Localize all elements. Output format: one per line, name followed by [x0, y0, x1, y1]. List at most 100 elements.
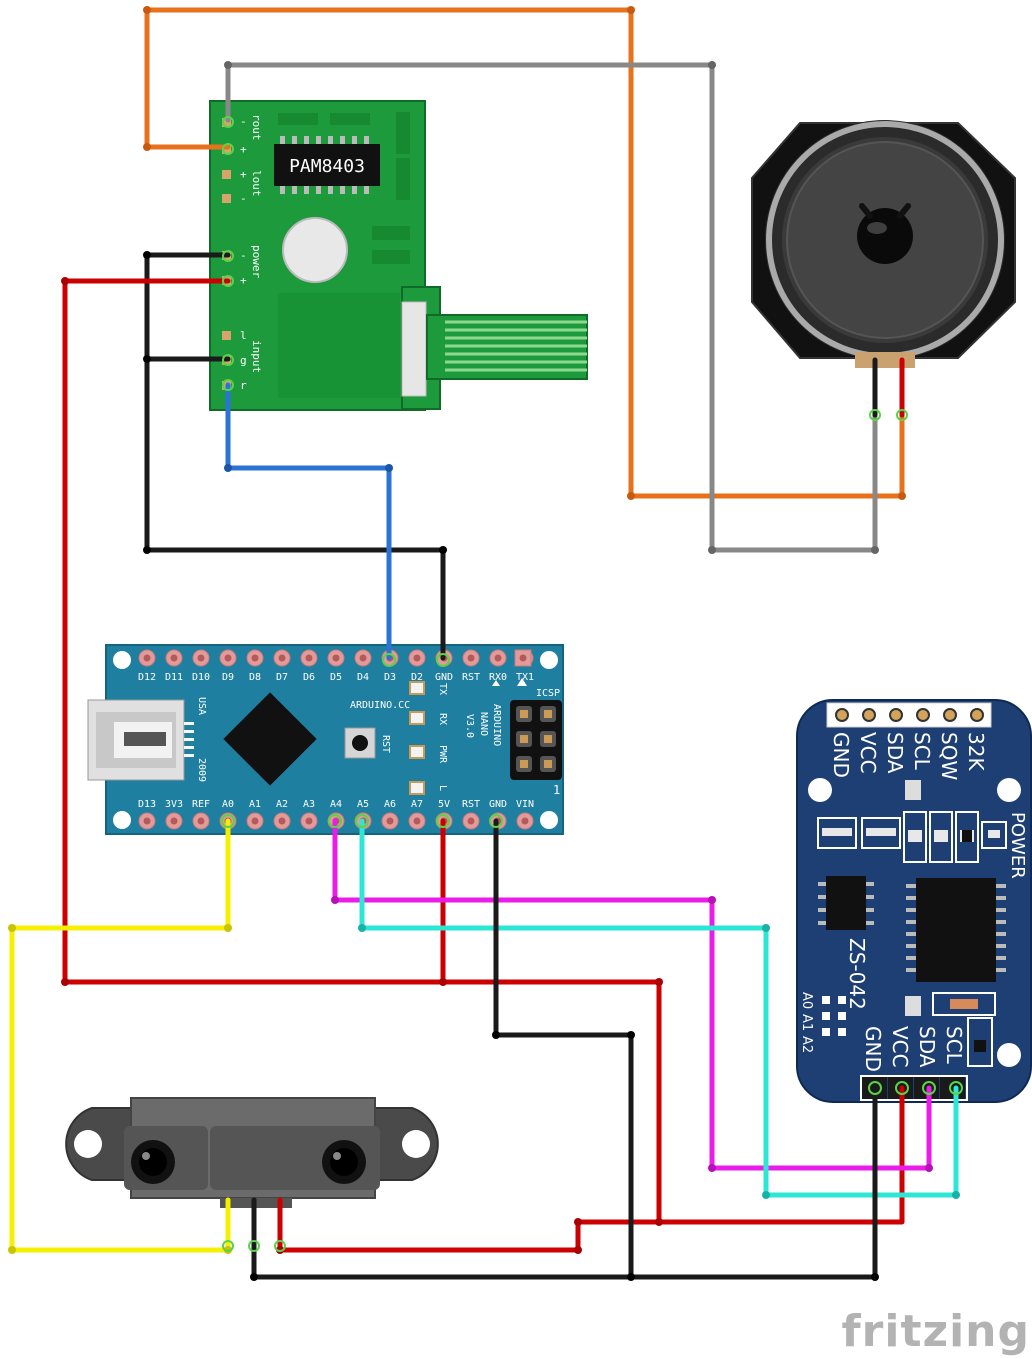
nano-bottom-pin-label: A3 — [303, 799, 315, 810]
nano-top-pin-label: RX0 — [489, 672, 507, 683]
nano-bottom-pin-hole — [170, 817, 178, 825]
nano-top-pin-label: D3 — [384, 672, 396, 683]
nano-top-pin-label: D7 — [276, 672, 288, 683]
amp-input-g: g — [240, 354, 247, 367]
nano-top-pin-label: D11 — [165, 672, 183, 683]
rtc-power-label: POWER — [1007, 812, 1028, 879]
rtc-top-pin-label-gnd: GND — [829, 732, 853, 778]
rtc-top-pin-label-scl: SCL — [910, 732, 934, 771]
connection-markers — [221, 116, 963, 1252]
nano-bottom-pin-hole — [251, 817, 259, 825]
nano-led-pwr-label: PWR — [437, 745, 448, 764]
nano-bottom-pin-label: VIN — [516, 799, 534, 810]
nano-model-line1: ARDUINO — [491, 704, 502, 746]
nano-top-pin-hole — [467, 654, 475, 662]
amp-lout-label: lout — [250, 170, 263, 197]
rtc-top-pin-label-sqw: SQW — [937, 732, 961, 780]
amplifier-chip: PAM8403 — [274, 136, 380, 194]
amp-lout-minus: - — [240, 192, 247, 205]
nano-top-pin-label: RST — [462, 672, 480, 683]
usb-connector — [87, 699, 194, 781]
nano-led-l-label: L — [437, 785, 448, 791]
fritzing-logo: fritzing — [842, 1306, 1030, 1357]
nano-led-rx-label: RX — [437, 713, 448, 725]
rtc-top-pin-label-sda: SDA — [883, 732, 907, 774]
rtc-bottom-pin-label-vcc: VCC — [888, 1026, 912, 1068]
nano-bottom-pin-label: D13 — [138, 799, 156, 810]
amp-rout-plus: + — [240, 143, 247, 156]
rtc-bottom-pin-label-sda: SDA — [915, 1026, 939, 1068]
rtc-addr-a0: A0 — [799, 992, 814, 1009]
amp-rout-minus: - — [240, 115, 247, 128]
nano-bottom-pin-label: REF — [192, 799, 210, 810]
amp-power-label: power — [250, 245, 263, 278]
nano-bottom-pin-label: A2 — [276, 799, 288, 810]
nano-bottom-pin-label: RST — [462, 799, 480, 810]
rtc-chip-small — [826, 876, 866, 930]
amp-lout-plus: + — [240, 168, 247, 181]
wire-blue-d3 — [225, 382, 392, 661]
chip-label: PAM8403 — [289, 156, 365, 177]
nano-led-tx-label: TX — [437, 683, 448, 695]
nano-pin-hole — [519, 654, 527, 662]
nano-bottom-pin-label: A1 — [249, 799, 261, 810]
nano-bottom-pin-hole — [467, 817, 475, 825]
nano-top-pin-label: D8 — [249, 672, 261, 683]
nano-top-pin-label: D5 — [330, 672, 342, 683]
nano-icsp-pin-number: 1 — [553, 783, 560, 797]
microcontroller-chip — [223, 692, 317, 786]
amp-input-l: l — [240, 329, 247, 342]
icsp-header — [510, 700, 562, 780]
nano-bottom-pin-hole — [305, 817, 313, 825]
rtc-top-pin-label-32k: 32K — [964, 732, 988, 771]
potentiometer-knob-ridges — [445, 320, 587, 372]
rtc-top-pin-label-vcc: VCC — [856, 732, 880, 774]
amp-input-r: r — [240, 379, 247, 392]
nano-bottom-pin-label: A5 — [357, 799, 369, 810]
reset-button[interactable] — [352, 735, 368, 751]
wire-black-rtc-gnd — [628, 1085, 878, 1280]
nano-bottom-pin-hole — [386, 817, 394, 825]
sensor-leads — [225, 1197, 283, 1280]
nano-bottom-pin-label: A4 — [330, 799, 342, 810]
nano-top-pin-label: D12 — [138, 672, 156, 683]
nano-bottom-pin-hole — [413, 817, 421, 825]
rtc-bottom-pin-label-scl: SCL — [942, 1026, 966, 1065]
amplifier-board: PAM8403 - + + - - + l g r rout — [209, 100, 588, 411]
nano-top-pin-hole — [224, 654, 232, 662]
wire-magenta-a4-sda — [332, 818, 932, 1171]
rtc-model-label: ZS-042 — [845, 938, 869, 1010]
nano-top-pin-label: GND — [435, 672, 453, 683]
amp-rout-label: rout — [250, 114, 263, 141]
nano-top-pin-hole — [251, 654, 259, 662]
nano-bottom-pin-label: A7 — [411, 799, 423, 810]
rtc-bottom-pin-label-gnd: GND — [861, 1026, 885, 1072]
nano-bottom-pin-hole — [278, 817, 286, 825]
amp-power-plus: + — [240, 274, 247, 287]
nano-top-pin-hole — [170, 654, 178, 662]
nano-top-pin-label: D4 — [357, 672, 369, 683]
nano-usa-label: USA — [196, 697, 207, 715]
nano-top-pin-label: D10 — [192, 672, 210, 683]
speaker-dust-cap — [857, 208, 913, 264]
nano-year-label: 2009 — [196, 758, 207, 782]
nano-top-pin-hole — [332, 654, 340, 662]
nano-bottom-pin-hole — [143, 817, 151, 825]
nano-bottom-pin-label: 5V — [438, 799, 450, 810]
rtc-chip-ds3231 — [916, 878, 996, 982]
nano-icsp-label: ICSP — [536, 688, 560, 699]
nano-top-pin-label: D6 — [303, 672, 315, 683]
nano-bottom-pin-label: GND — [489, 799, 507, 810]
amp-power-minus: - — [240, 249, 247, 262]
wire-gray-rout-minus — [225, 62, 878, 553]
nano-bottom-pin-label: A6 — [384, 799, 396, 810]
nano-bottom-pin-hole — [521, 817, 529, 825]
nano-model-line2: NANO — [478, 712, 489, 736]
wire-cyan-a5-scl — [359, 818, 959, 1198]
nano-top-pin-hole — [413, 654, 421, 662]
nano-top-pin-hole — [359, 654, 367, 662]
nano-top-pin-hole — [143, 654, 151, 662]
nano-top-pin-hole — [494, 654, 502, 662]
